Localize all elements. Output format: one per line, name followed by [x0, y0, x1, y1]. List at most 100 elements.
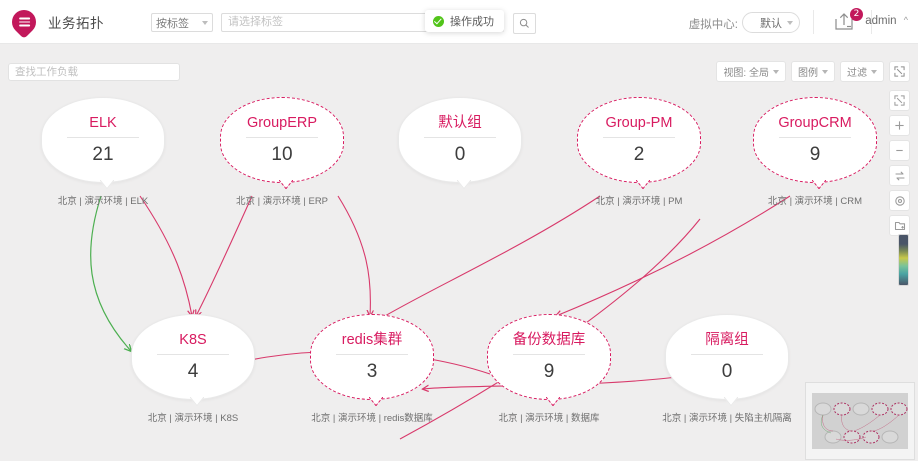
- node-separator: [336, 354, 408, 356]
- node-bubble[interactable]: Group-PM 2: [577, 97, 701, 189]
- node-subtitle: 北京 | 演示环境 | ERP: [235, 196, 329, 207]
- search-button[interactable]: [513, 13, 536, 34]
- divider: [871, 10, 872, 34]
- node-count: 3: [366, 361, 378, 383]
- node-name: GroupCRM: [778, 114, 852, 131]
- settings-button[interactable]: [889, 190, 910, 211]
- node-name: redis集群: [341, 331, 403, 348]
- upload-icon: [835, 13, 853, 30]
- node-subtitle: 北京 | 演示环境 | K8S: [147, 413, 239, 424]
- node-subtitle: 北京 | 演示环境 | PM: [595, 196, 683, 207]
- filter-label: 过滤: [847, 68, 867, 79]
- node-tail: [724, 397, 738, 406]
- node-bubble[interactable]: GroupERP 10: [220, 97, 344, 189]
- node-name: K8S: [179, 331, 207, 348]
- node-group-pm[interactable]: Group-PM 2 北京 | 演示环境 | PM: [577, 97, 701, 207]
- node-name: 备份数据库: [512, 331, 586, 348]
- view-scope-select[interactable]: 视图: 全局: [716, 61, 786, 82]
- upload-button[interactable]: [832, 11, 858, 33]
- node-subtitle: 北京 | 演示环境 | 数据库: [498, 413, 600, 424]
- node-grouperp[interactable]: GroupERP 10 北京 | 演示环境 | ERP: [220, 97, 344, 207]
- view-scope-label: 视图: 全局: [723, 68, 769, 79]
- chevron-down-icon: [787, 20, 793, 25]
- virtual-center-value: 默认: [760, 17, 782, 30]
- node-count: 9: [809, 144, 821, 166]
- user-name: admin: [865, 15, 897, 27]
- node-count: 0: [454, 144, 466, 166]
- node-tail: [369, 397, 383, 406]
- node-separator: [691, 354, 763, 356]
- minus-icon: [896, 149, 903, 152]
- node-bubble[interactable]: K8S 4: [131, 314, 255, 406]
- node-bubble[interactable]: 默认组 0: [398, 97, 522, 189]
- node-default-group[interactable]: 默认组 0: [398, 97, 522, 189]
- page-title: 业务拓扑: [48, 15, 104, 31]
- legend-select[interactable]: 图例: [791, 61, 835, 82]
- node-tail: [812, 180, 826, 189]
- node-subtitle: 北京 | 演示环境 | 失陷主机隔离: [662, 413, 792, 424]
- graph-minimap[interactable]: [805, 382, 915, 460]
- node-elk[interactable]: ELK 21 北京 | 演示环境 | ELK: [41, 97, 165, 207]
- edge-grouppm-redis: [378, 195, 601, 320]
- node-bubble[interactable]: 备份数据库 9: [487, 314, 611, 406]
- topology-canvas[interactable]: 查找工作负载 视图: 全局 图例 过滤: [0, 44, 918, 461]
- app-logo[interactable]: 业务拓扑: [0, 4, 104, 39]
- node-name: 隔离组: [705, 331, 749, 348]
- fullscreen-button[interactable]: [889, 61, 910, 82]
- node-backup-db[interactable]: 备份数据库 9 北京 | 演示环境 | 数据库: [487, 314, 611, 424]
- zoom-out-button[interactable]: [889, 140, 910, 161]
- node-name: ELK: [89, 114, 117, 131]
- node-tail: [190, 397, 204, 406]
- node-separator: [603, 137, 675, 139]
- fit-view-button[interactable]: [889, 90, 910, 111]
- node-separator: [246, 137, 318, 139]
- edge-grouperp-redis: [337, 195, 370, 316]
- tag-mode-select[interactable]: 按标签: [151, 13, 213, 32]
- minimap-viewport[interactable]: [812, 393, 908, 449]
- refresh-swap-icon: [894, 171, 905, 180]
- canvas-toolbar: 视图: 全局 图例 过滤: [716, 61, 910, 82]
- speech-bubble-menu-icon: [7, 4, 41, 39]
- node-separator: [779, 137, 851, 139]
- chevron-down-icon: [773, 69, 779, 74]
- node-tail: [457, 180, 471, 189]
- node-name: 默认组: [438, 114, 482, 131]
- node-bubble[interactable]: ELK 21: [41, 97, 165, 189]
- find-workload-input[interactable]: 查找工作负载: [8, 63, 180, 81]
- divider: [813, 10, 814, 34]
- zoom-in-button[interactable]: [889, 115, 910, 136]
- notification-badge: 2: [850, 8, 863, 21]
- node-redis[interactable]: redis集群 3 北京 | 演示环境 | redis数据库: [310, 314, 434, 424]
- node-name: Group-PM: [605, 114, 673, 131]
- toast-notification: 操作成功: [425, 10, 504, 32]
- new-group-button[interactable]: [889, 215, 910, 236]
- chevron-up-icon: ^: [903, 15, 908, 25]
- node-bubble[interactable]: redis集群 3: [310, 314, 434, 406]
- node-isolation-group[interactable]: 隔离组 0 北京 | 演示环境 | 失陷主机隔离: [662, 314, 792, 424]
- node-subtitle: 北京 | 演示环境 | CRM: [767, 196, 863, 207]
- gear-icon: [894, 195, 905, 206]
- node-count: 2: [633, 144, 645, 166]
- node-separator: [67, 137, 139, 139]
- success-check-icon: [433, 15, 444, 27]
- node-bubble[interactable]: GroupCRM 9: [753, 97, 877, 189]
- plus-icon: [895, 121, 904, 130]
- edge-grouperp-k8s: [196, 195, 253, 316]
- node-count: 10: [271, 144, 293, 166]
- chevron-down-icon: [871, 69, 877, 74]
- edge-elk-k8s-2: [139, 195, 192, 316]
- filter-select[interactable]: 过滤: [840, 61, 884, 82]
- user-menu[interactable]: admin ^: [865, 15, 908, 27]
- node-bubble[interactable]: 隔离组 0: [665, 314, 789, 406]
- tag-mode-label: 按标签: [156, 17, 189, 30]
- node-groupcrm[interactable]: GroupCRM 9 北京 | 演示环境 | CRM: [753, 97, 877, 207]
- legend-label: 图例: [798, 68, 818, 79]
- virtual-center-select[interactable]: 默认: [742, 12, 800, 33]
- node-k8s[interactable]: K8S 4 北京 | 演示环境 | K8S: [131, 314, 255, 424]
- search-icon: [519, 18, 529, 28]
- relayout-button[interactable]: [889, 165, 910, 186]
- node-tail: [279, 180, 293, 189]
- node-subtitle: 北京 | 演示环境 | ELK: [57, 196, 149, 207]
- node-separator: [424, 137, 496, 139]
- node-separator: [513, 354, 585, 356]
